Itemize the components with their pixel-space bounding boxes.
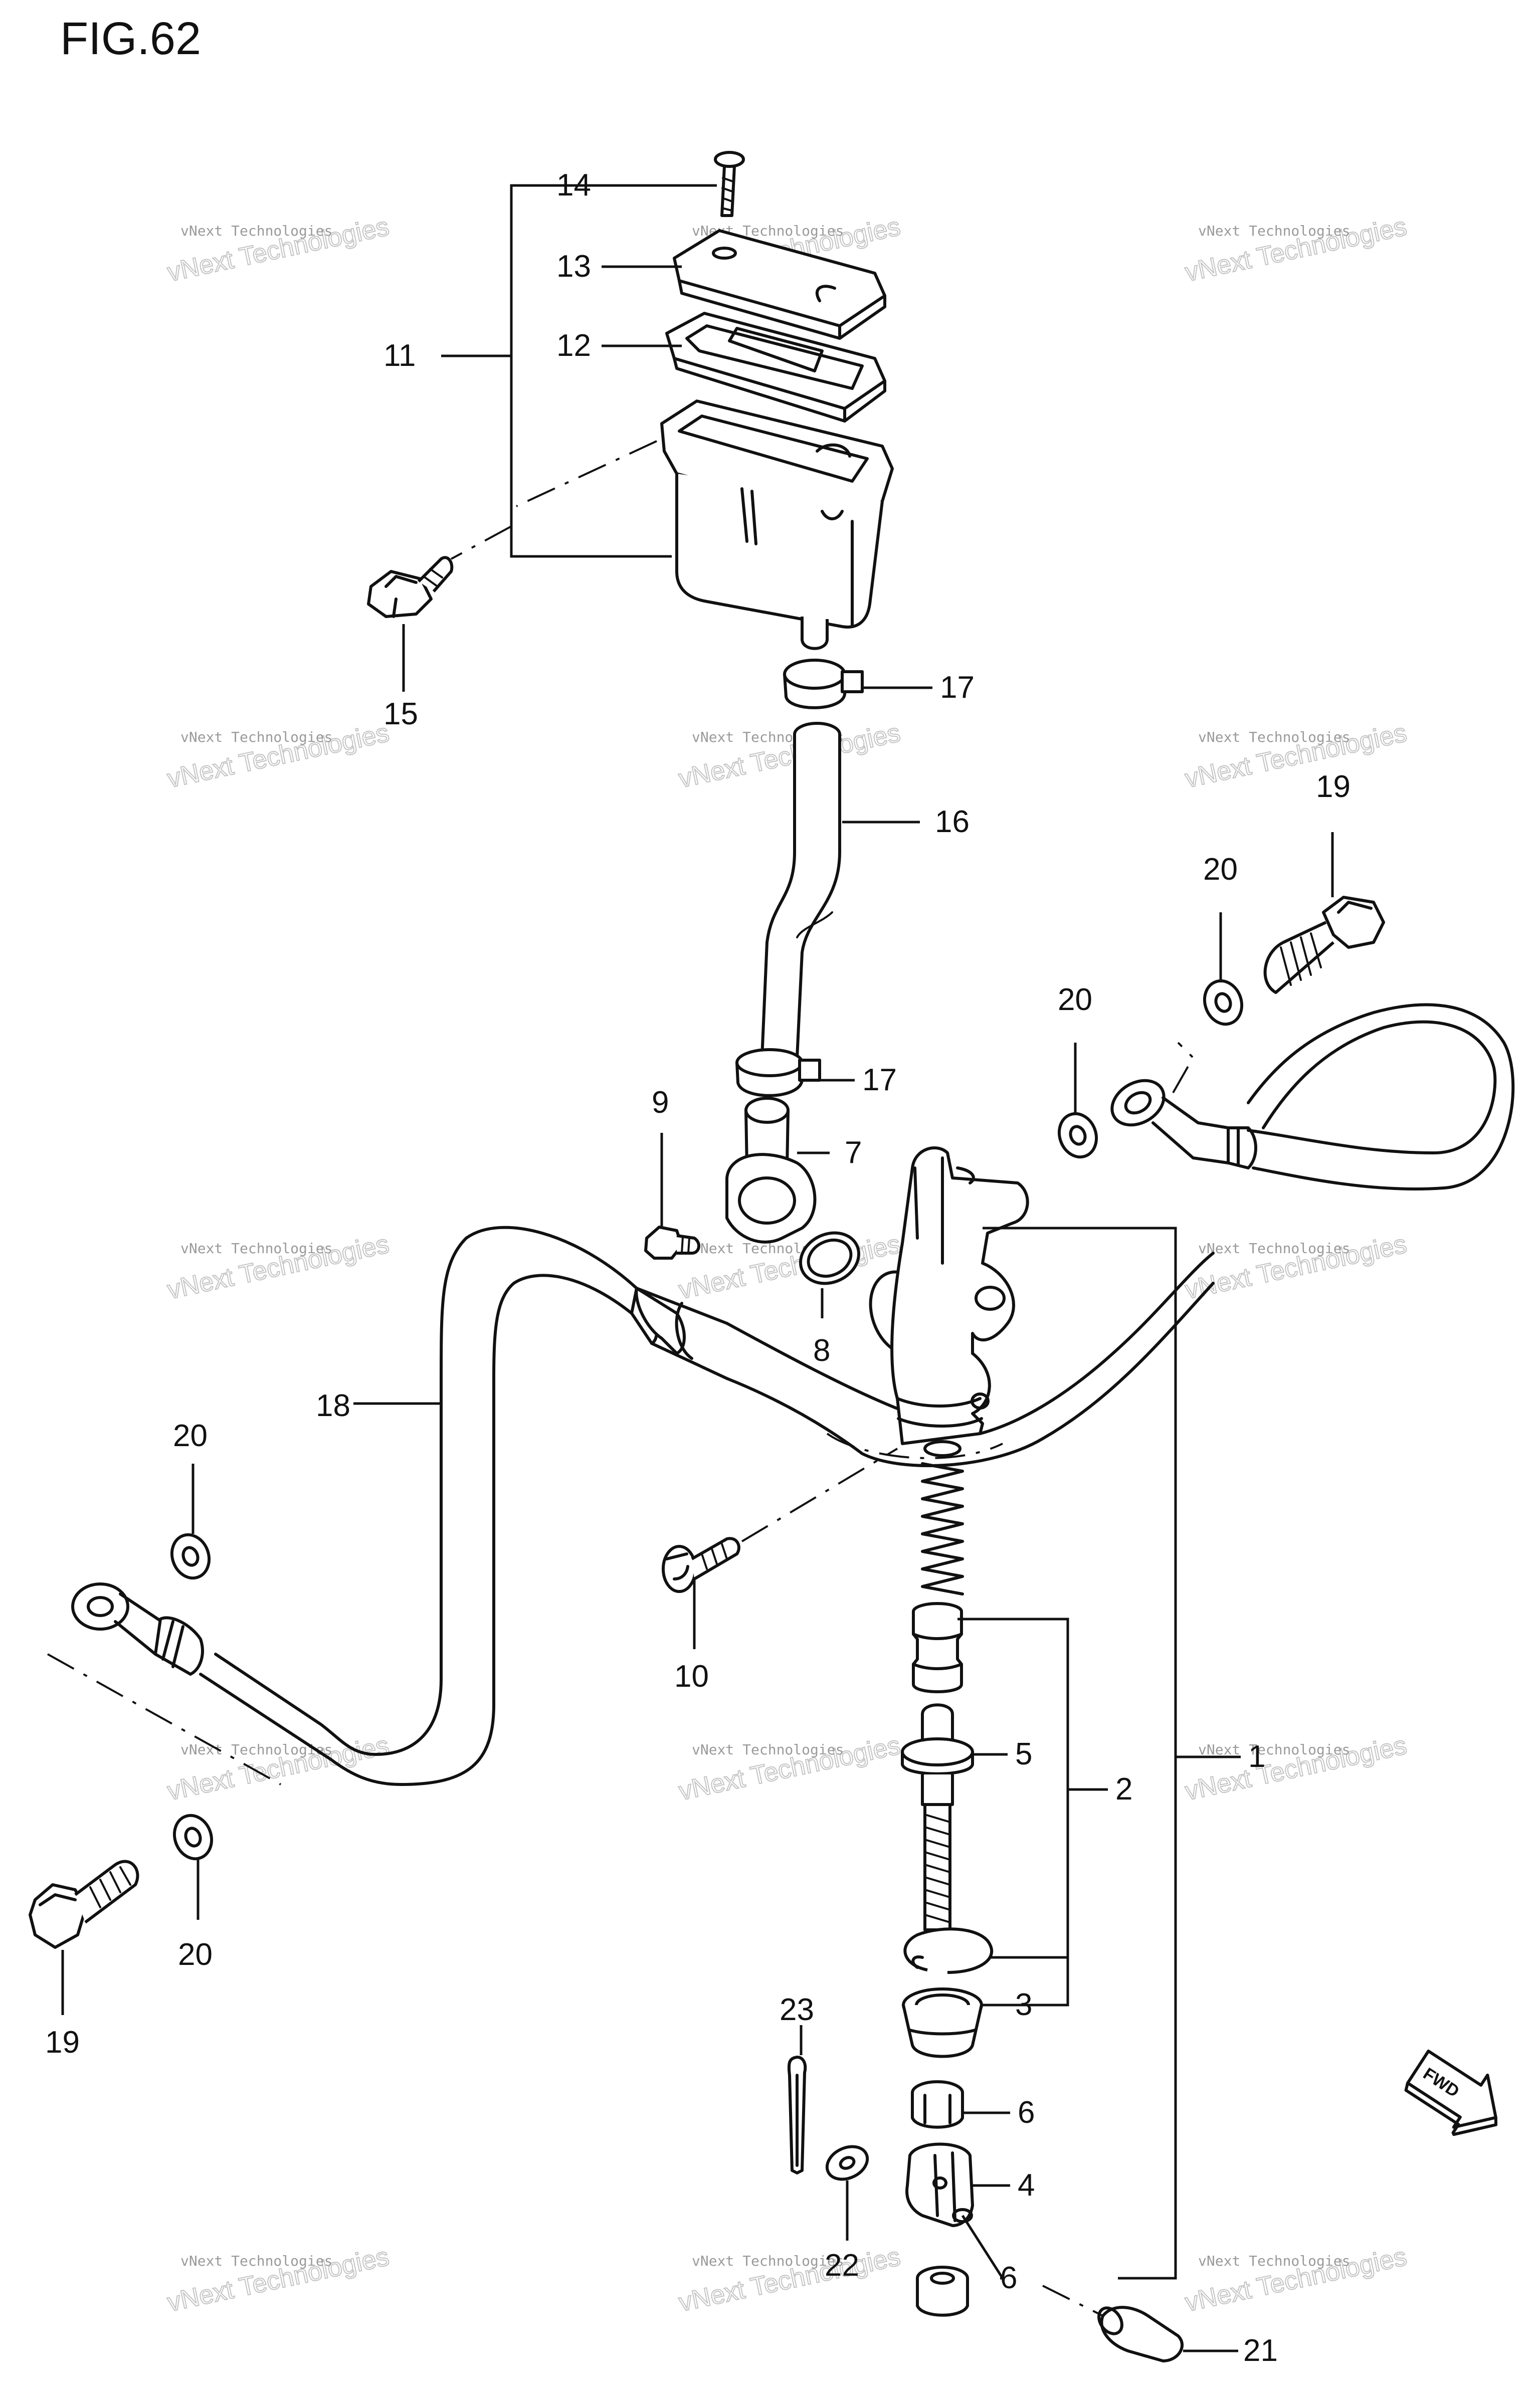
callout-8: 8 [813, 1333, 830, 1368]
svg-text:vNext Technologies: vNext Technologies [180, 223, 332, 239]
callout-5: 5 [1015, 1737, 1032, 1771]
hose-clamp-lower [735, 1048, 821, 1097]
callout-15: 15 [383, 697, 418, 731]
fwd-arrow-badge: FWD [1404, 2049, 1498, 2136]
cotter-pin-part [787, 2056, 807, 2174]
reservoir-hose-assembly [735, 659, 864, 1097]
clevis-pin-part [1097, 2306, 1184, 2362]
brake-hose [199, 1226, 1215, 1786]
left-banjo-fitting [47, 1582, 281, 1785]
callout-20-left-upper: 20 [173, 1419, 208, 1453]
callout-18: 18 [316, 1388, 350, 1423]
leader-lines [61, 184, 1334, 2352]
callout-16: 16 [935, 805, 970, 839]
svg-text:vNext Technologies: vNext Technologies [692, 2253, 844, 2269]
reservoir-body-part [660, 400, 894, 650]
callout-23: 23 [780, 1993, 814, 2027]
clevis-part [905, 2142, 974, 2227]
bolt-10-part [662, 1448, 898, 1593]
callout-6-lower: 6 [1000, 2261, 1017, 2295]
fitting-group [644, 1097, 861, 1285]
callout-17-lower: 17 [862, 1063, 897, 1097]
callout-labels: 14 13 12 11 15 17 16 19 20 20 17 7 9 8 1… [45, 168, 1351, 2368]
piston-assembly [787, 1440, 1184, 2362]
washer-top [1203, 979, 1244, 1026]
svg-text:vNext Technologies: vNext Technologies [180, 729, 332, 745]
nut-lower-part [916, 2266, 969, 2317]
svg-text:vNext Technologies: vNext Technologies [1198, 1240, 1350, 1257]
svg-text:vNext Technologies: vNext Technologies [1198, 729, 1350, 745]
svg-text:vNext Technologies: vNext Technologies [1198, 1741, 1350, 1758]
washer-22-part [825, 2145, 869, 2181]
diaphragm-part [665, 312, 886, 423]
callout-20-top: 20 [1203, 852, 1238, 887]
callout-4: 4 [1018, 2168, 1035, 2203]
callout-9: 9 [652, 1085, 669, 1120]
svg-text:vNext Technologies: vNext Technologies [180, 1240, 332, 1257]
svg-text:vNext Technologies: vNext Technologies [692, 1741, 844, 1758]
callout-2: 2 [1115, 1772, 1132, 1807]
callout-13: 13 [556, 249, 591, 284]
callout-17-upper: 17 [940, 670, 975, 705]
piston-cup-part [912, 1602, 963, 1693]
fitting-screw-part [644, 1226, 700, 1260]
right-banjo-fitting [1110, 1003, 1515, 1190]
hose-fitting-part [725, 1097, 817, 1244]
washer-left-lower [172, 1814, 214, 1861]
circlip-part [903, 1927, 994, 1974]
banjo-bolt-left [29, 1860, 139, 1949]
callout-14: 14 [556, 168, 591, 203]
washer-left-upper [170, 1533, 211, 1580]
svg-text:vNext Technologies: vNext Technologies [1198, 223, 1350, 239]
hose-clamp-upper [783, 659, 864, 709]
master-cylinder-body-part [869, 1146, 1029, 1445]
bolt-part [367, 556, 454, 618]
callout-21: 21 [1243, 2333, 1278, 2368]
callout-20-left-lower: 20 [178, 1937, 213, 1972]
banjo-bolt-right [1263, 896, 1385, 994]
callout-7: 7 [845, 1135, 862, 1170]
spring-part [921, 1440, 964, 1596]
callout-22: 22 [825, 2248, 859, 2283]
callout-12: 12 [556, 328, 591, 363]
reservoir-assembly [367, 151, 894, 650]
reservoir-cap-part [673, 229, 886, 340]
screw-part [714, 151, 745, 217]
callout-1: 1 [1248, 1739, 1265, 1774]
callout-20-mid: 20 [1058, 982, 1092, 1017]
o-ring-part [799, 1231, 861, 1285]
figure-title: FIG.62 [60, 13, 201, 64]
callout-6-upper: 6 [1018, 2095, 1035, 2130]
svg-text:vNext Technologies: vNext Technologies [180, 2253, 332, 2269]
callout-3: 3 [1015, 1987, 1032, 2022]
callout-10: 10 [674, 1659, 709, 1694]
washer-mid [1057, 1112, 1098, 1159]
callout-19-left: 19 [45, 2025, 80, 2060]
callout-11: 11 [383, 338, 416, 373]
piston-part [901, 1703, 974, 1931]
svg-text:vNext Technologies: vNext Technologies [1198, 2253, 1350, 2269]
nut-upper-part [911, 2080, 964, 2129]
callout-19-right: 19 [1316, 769, 1351, 804]
boot-part [902, 1987, 983, 2058]
